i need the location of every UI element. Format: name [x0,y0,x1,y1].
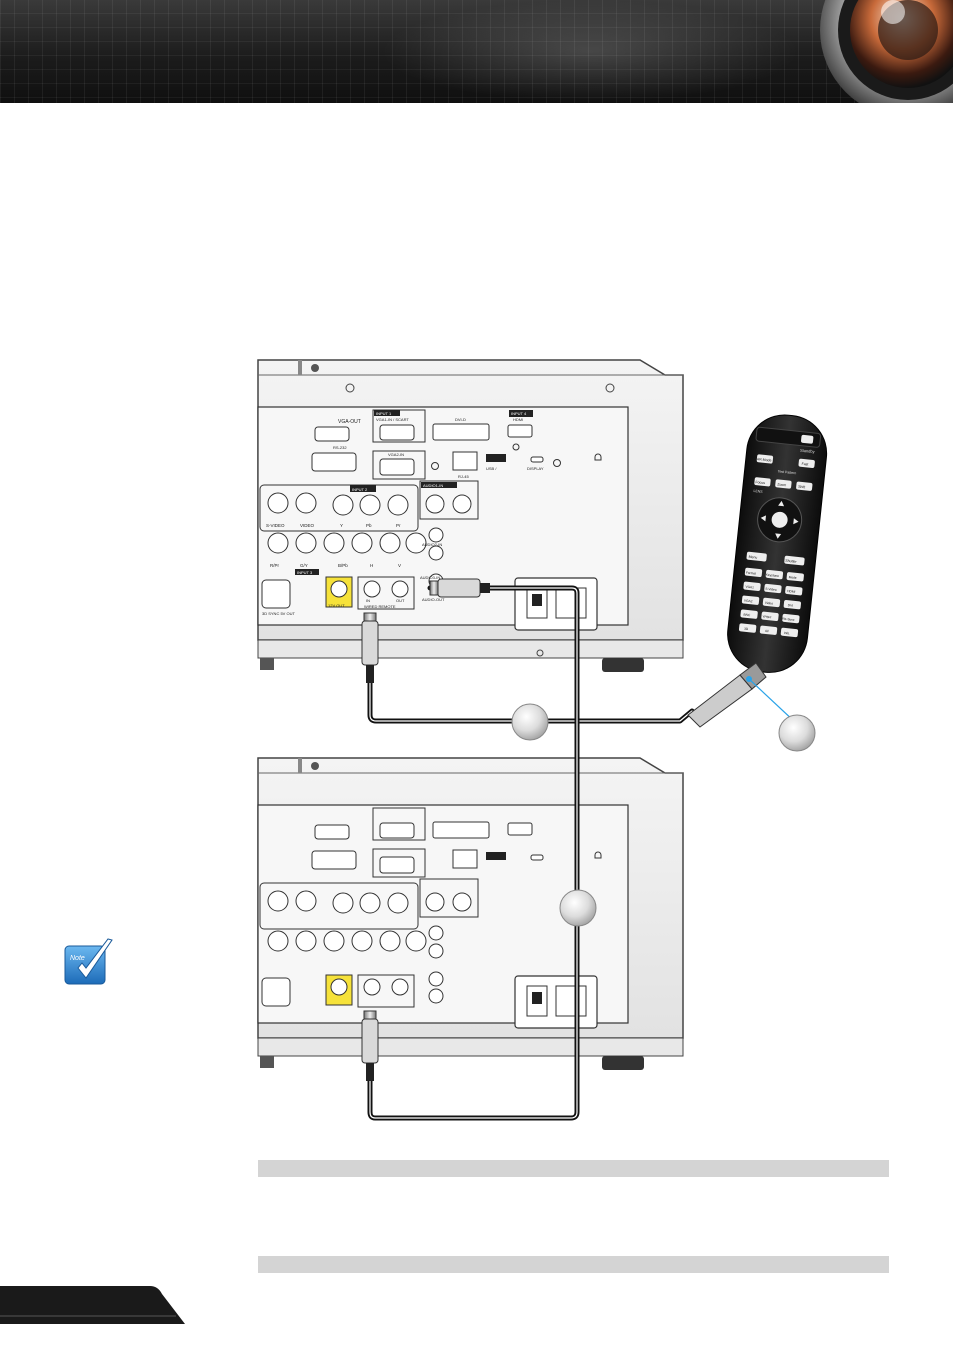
remote-all-label: All [765,629,769,633]
input4-label: INPUT 4 [511,411,527,416]
remote-format-label: Format [746,571,757,576]
remote-mode-label: Mode [788,575,797,580]
input1-label: INPUT 1 [376,411,392,416]
remote-dvi-label: DVI [788,603,794,608]
vga-scart-label: VGA1-IN / SCART [376,417,409,422]
note-checkmark-icon: Note [64,938,113,985]
remote-s-video-label: S-Video [765,587,777,592]
note-label: Note [70,955,85,962]
input2-label: INPUT 2 [352,487,368,492]
rs232-label: RS-232 [333,445,347,450]
remote-menu-label: Menu [748,555,757,560]
out-label: OUT [396,598,405,603]
remote-lens-label: LENS [753,489,763,494]
projector-lens-icon [820,0,953,103]
h-label: H [370,563,373,568]
s-video-label: S-VIDEO [266,523,285,528]
hdmi-label: HDMI [513,417,523,422]
12v-out-label: 12V OUT [328,603,345,608]
remote-ar-mode-label: AR Mode [757,457,772,463]
display-label: DISPLAY [527,466,544,471]
header-grid-texture [0,0,953,103]
input3-label: INPUT 3 [297,570,313,575]
remote-vga2-label: VGA2 [744,599,753,604]
remote-re-sync-label: Re-Sync [782,617,795,622]
callout-1 [511,703,549,741]
section-bar-2 [258,1256,889,1273]
projector-top: VGA-OUT RS-232 INPUT 1 VGA1-IN / SCART D… [257,359,684,672]
remote-zoom-label: Zoom [777,482,786,487]
r-pr-label: R/Pr [270,563,280,568]
g-y-label: G/Y [300,563,308,568]
cables [367,585,695,1121]
cable-plugs [361,578,490,1081]
remote-shutter-label: Shutter [785,559,797,564]
section-bar-1 [258,1160,889,1177]
remote-focus-label: Focus [755,480,765,485]
y-label: Y [340,523,343,528]
usb-label: USB / [486,466,497,471]
rj45-label: RJ-45 [458,474,469,479]
remote-info-label: Info. [784,631,791,636]
dvi-d-label: DVI-D [455,417,466,422]
remote-video-label: Video [765,601,774,606]
callout-3 [559,889,597,927]
audio-out-label: AUDIO-OUT [422,597,445,602]
wired-remote-connection-diagram: VGA-OUT RS-232 INPUT 1 VGA1-IN / SCART D… [257,359,828,1121]
wired-remote-label: WIRED REMOTE [364,604,396,609]
footer-page-tab [0,1286,185,1324]
pb-label: Pb [366,523,372,528]
in-label: IN [366,598,370,603]
header-banner [0,0,953,103]
remote-shift-label: Shift [798,485,805,490]
callout-2 [778,714,816,752]
vga2-in-label: VGA2-IN [388,452,404,457]
remote-3d-label: 3D [744,627,749,631]
remote-vga1-label: VGA1 [745,585,754,590]
header-highlight [380,0,800,103]
vga-out-label: VGA-OUT [338,419,361,425]
v-label: V [398,563,401,568]
remote-ypbpr-label: YPbPr [762,615,773,620]
remote-hdmi-label: HDMI [787,589,796,594]
audio3-in-label: AUDIO3-IN [420,575,440,580]
remote-test-pattern-label: Test Pattern [777,469,796,475]
b-pb-label: B/Pb [338,563,348,568]
wired-remote-control: Standby AR Mode Test Pattern Fast Focus … [727,414,828,673]
projector-bottom [257,757,684,1070]
pr-label: Pr [396,523,401,528]
audio2-in-label: AUDIO2-IN [422,542,442,547]
dc-out-label: 3D SYNC 5V OUT [262,611,295,616]
audio1-in-label: AUDIO1-IN [423,483,443,488]
remote-standby-label: Standby [800,448,815,455]
video-label: VIDEO [300,523,315,528]
remote-jack-plug [687,662,797,728]
remote-keystone-label: Keystone [766,573,780,578]
remote-fast-label: Fast [801,462,808,467]
remote-bnc-label: BNC [743,613,751,618]
